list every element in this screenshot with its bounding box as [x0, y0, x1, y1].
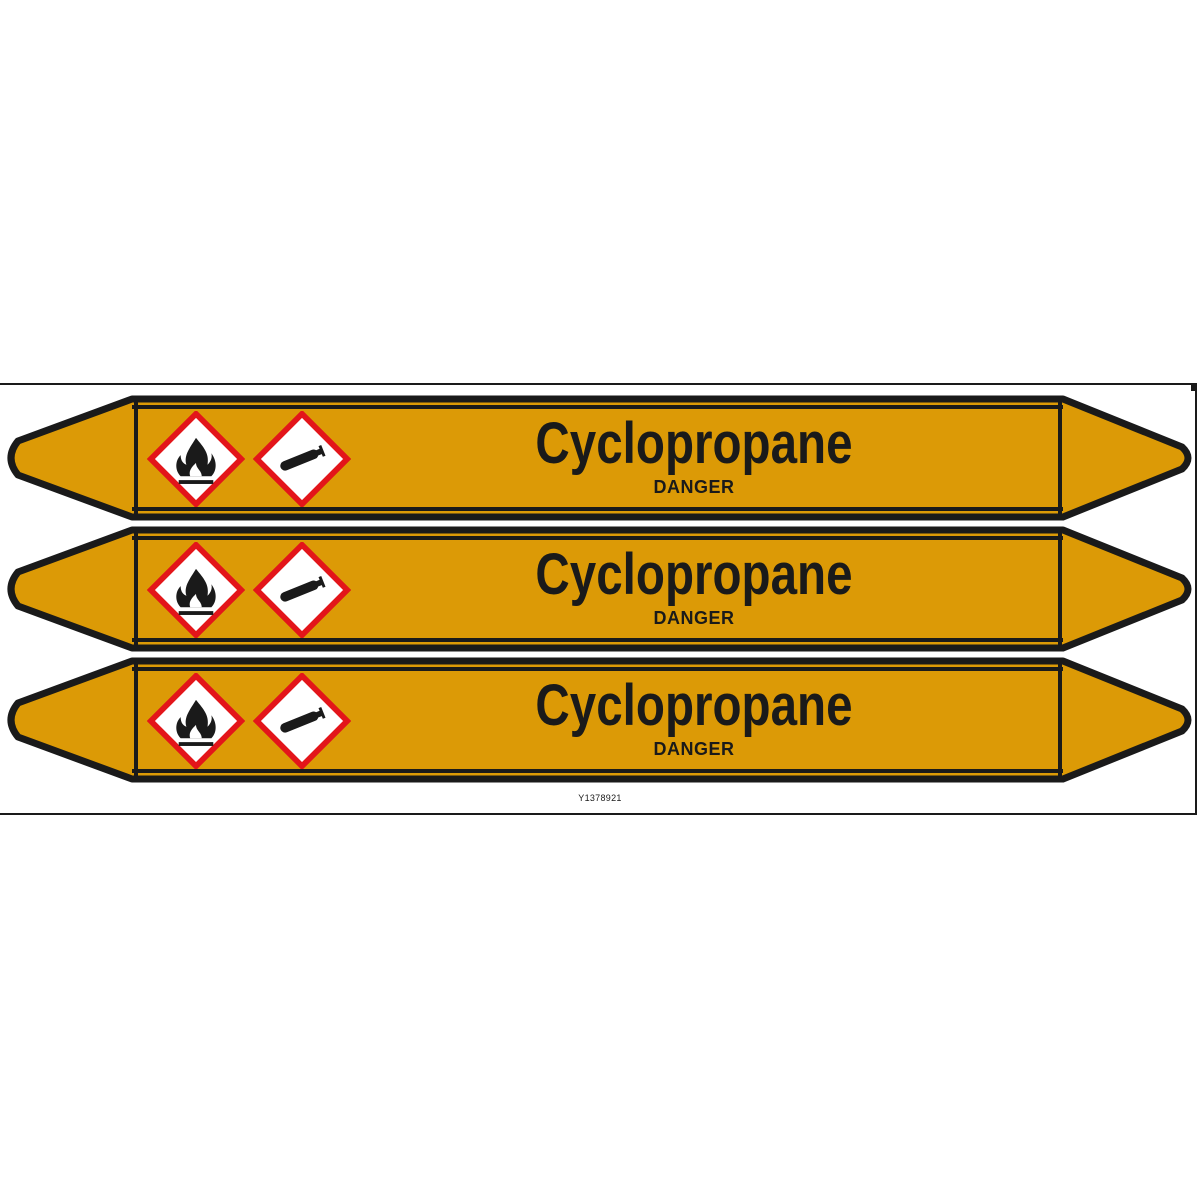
- flame-icon: [147, 542, 245, 638]
- gas-cylinder-icon: [253, 673, 351, 769]
- gas-cylinder-icon: [253, 411, 351, 507]
- marker-label: Cyclopropane DANGER: [430, 409, 958, 497]
- pipe-marker-2: Cyclopropane DANGER: [0, 526, 1200, 652]
- gas-cylinder-icon: [253, 542, 351, 638]
- signal-word: DANGER: [653, 608, 735, 628]
- substance-name: Cyclopropane: [535, 673, 853, 738]
- product-code: Y1378921: [578, 793, 622, 803]
- pipe-marker-1: Cyclopropane DANGER: [0, 395, 1200, 521]
- substance-name: Cyclopropane: [535, 542, 853, 607]
- substance-name: Cyclopropane: [535, 411, 853, 476]
- corner-mark: [1191, 385, 1197, 391]
- pipe-marker-3: Cyclopropane DANGER: [0, 657, 1200, 783]
- signal-word: DANGER: [653, 739, 735, 759]
- marker-label: Cyclopropane DANGER: [430, 671, 958, 759]
- flame-icon: [147, 411, 245, 507]
- signal-word: DANGER: [653, 477, 735, 497]
- marker-label: Cyclopropane DANGER: [430, 540, 958, 628]
- flame-icon: [147, 673, 245, 769]
